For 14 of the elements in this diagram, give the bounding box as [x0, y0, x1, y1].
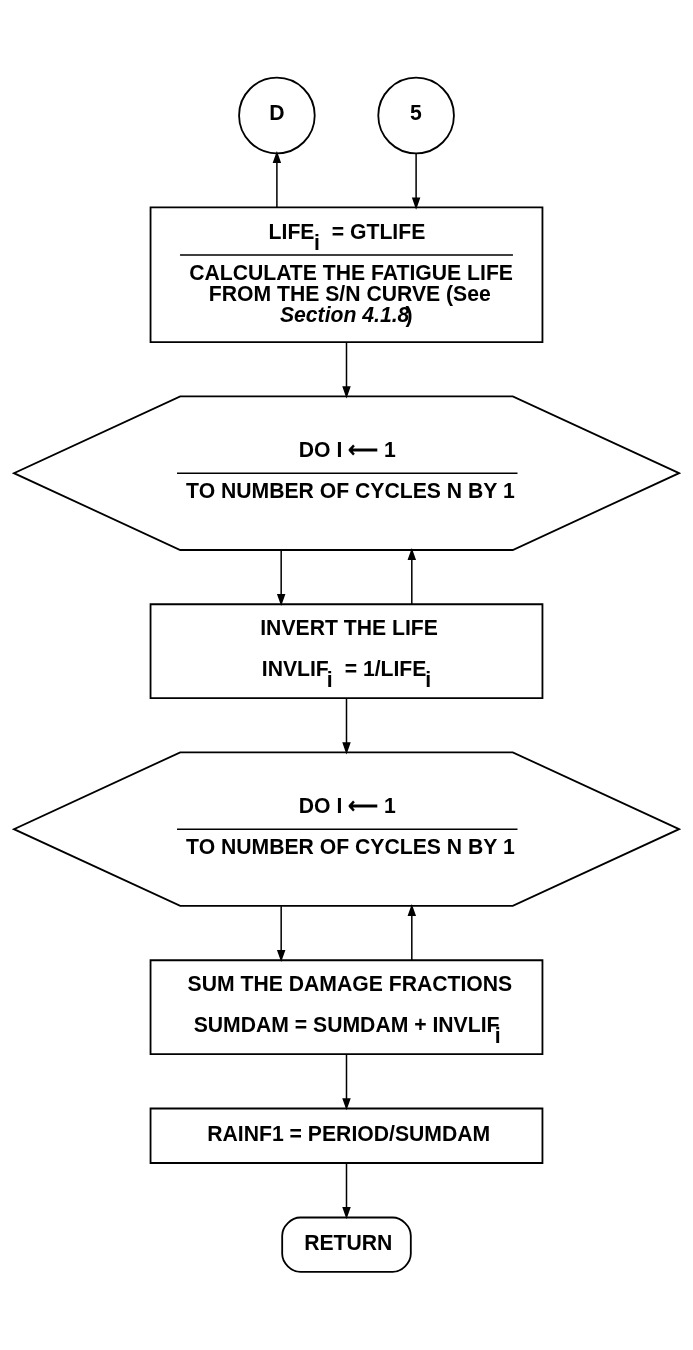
- arrow: [407, 903, 417, 961]
- node-circle: D: [238, 76, 316, 155]
- arrow: [276, 905, 286, 963]
- node-circle: 5: [377, 76, 455, 155]
- arrow: [342, 697, 351, 755]
- arrow: [411, 152, 421, 210]
- arrow: [342, 341, 351, 399]
- arrow: [407, 547, 417, 605]
- node-box: RETURN: [281, 1216, 412, 1273]
- arrow: [272, 150, 282, 208]
- arrow: [342, 1053, 351, 1111]
- arrow: [276, 549, 286, 607]
- node-box: RAINF1 = PERIOD/SUMDAM: [149, 1107, 544, 1164]
- arrow: [342, 1162, 351, 1220]
